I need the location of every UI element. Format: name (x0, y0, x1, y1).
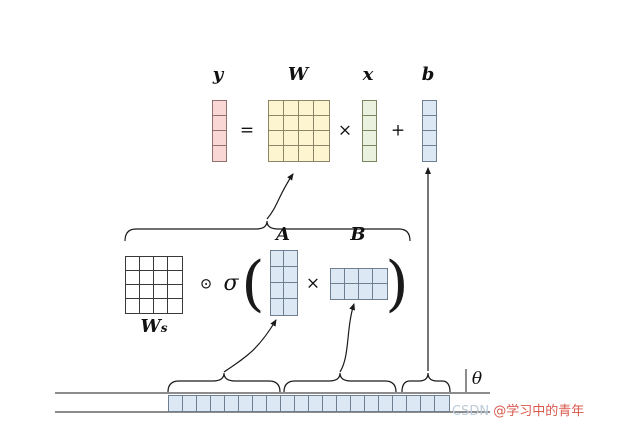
arrow-to-B (339, 303, 355, 373)
equals-sign: = (239, 120, 255, 141)
watermark-prefix: CSDN (452, 404, 494, 419)
matrix-B (330, 268, 388, 300)
brace-group-A (167, 372, 281, 393)
matrix-W (268, 100, 330, 162)
label-x: x (362, 64, 374, 85)
vector-b (422, 100, 437, 162)
arrow-to-A (223, 319, 277, 373)
sigma-symbol: σ (223, 271, 239, 296)
theta-vector (168, 395, 450, 412)
odot-sign: ⊙ (199, 274, 213, 293)
label-b: b (421, 64, 435, 85)
brace-decomposition (124, 220, 411, 242)
label-B: B (350, 224, 366, 245)
label-Ws-main: W (140, 316, 161, 337)
label-theta: θ (471, 369, 483, 389)
left-paren: ( (241, 249, 265, 319)
vector-y (212, 100, 227, 162)
watermark-handle: @学习中的青年 (493, 404, 585, 419)
right-paren: ) (385, 249, 409, 319)
times-sign-2: × (305, 273, 321, 294)
matrix-A (270, 250, 298, 316)
label-W: W (287, 64, 309, 85)
label-A: A (276, 224, 290, 245)
brace-group-B (283, 372, 397, 393)
brace-group-b (401, 372, 451, 393)
label-Ws: Ws (141, 318, 168, 336)
label-Ws-subscript: s (160, 321, 168, 335)
watermark: CSDN @学习中的青年 (452, 400, 584, 419)
arrow-to-W (266, 173, 294, 220)
label-y: y (212, 64, 224, 85)
plus-sign: + (390, 120, 406, 141)
times-sign: × (337, 120, 353, 141)
vector-x (362, 100, 377, 162)
matrix-Ws (125, 256, 183, 314)
